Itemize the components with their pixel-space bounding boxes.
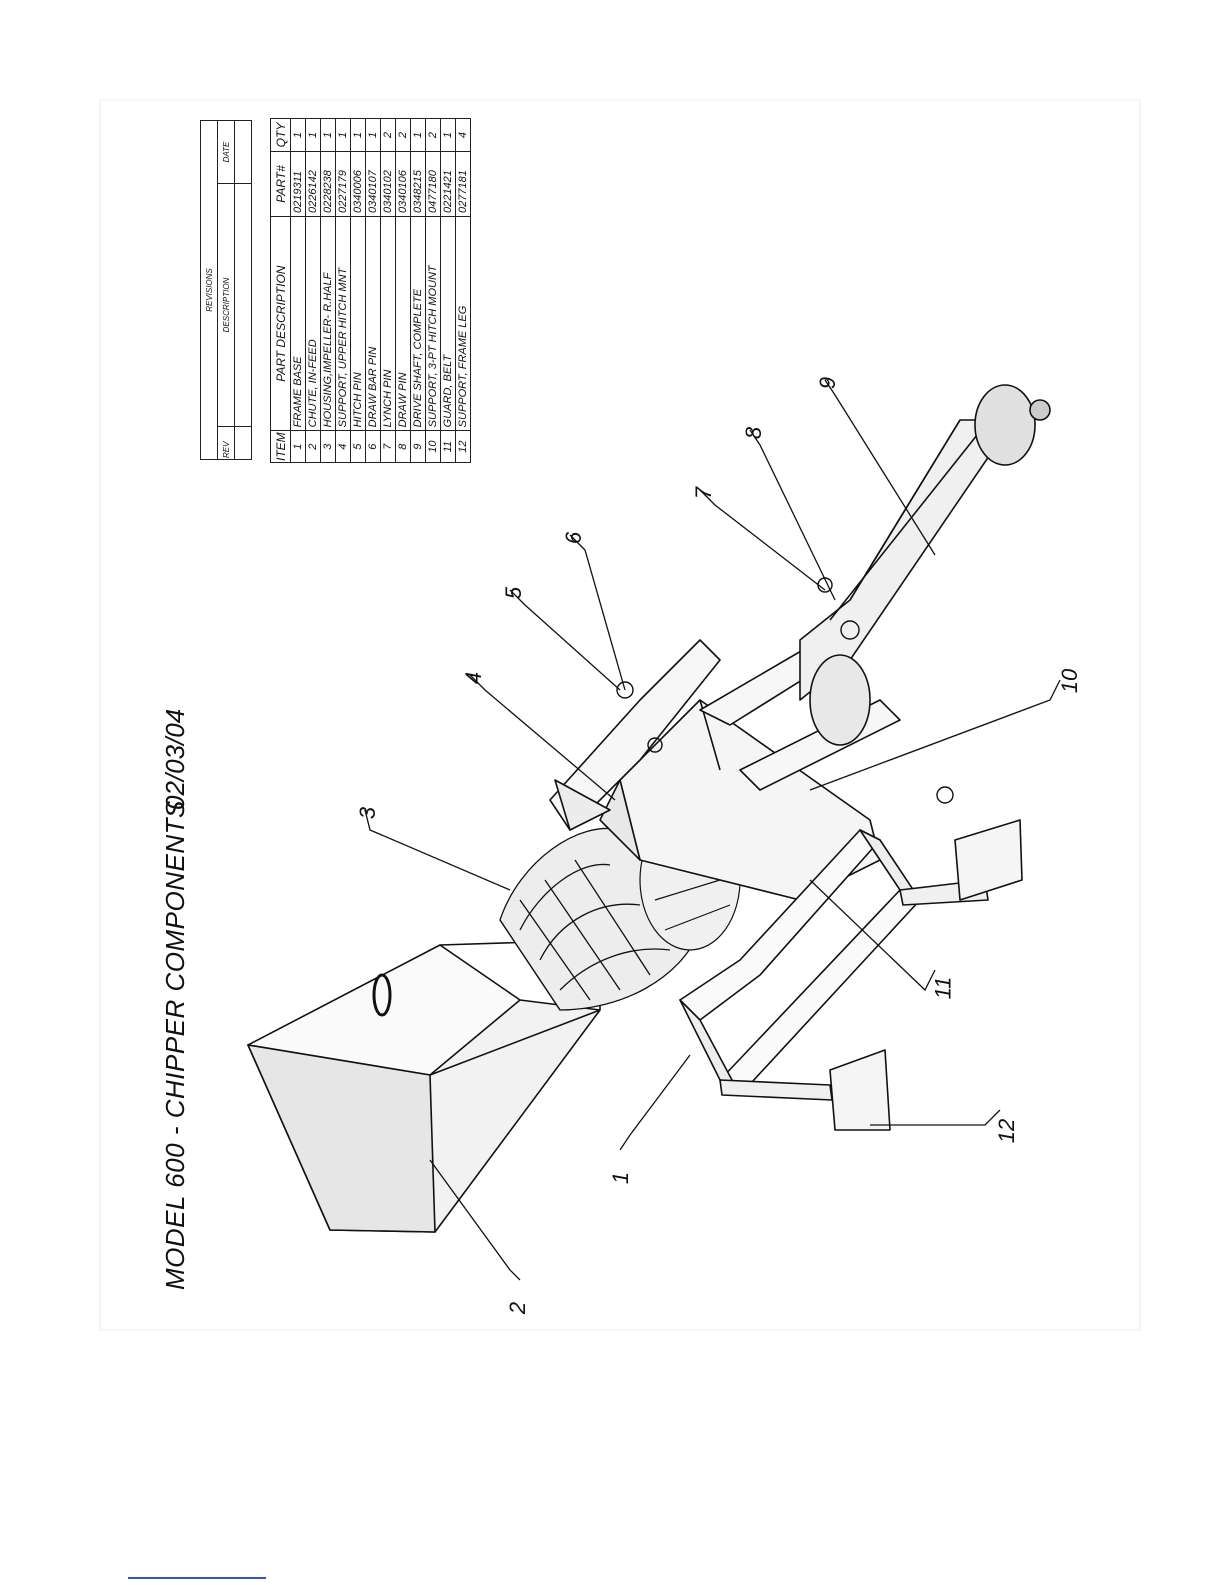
cell-description: LYNCH PIN xyxy=(380,216,396,431)
cell-qty: 1 xyxy=(305,118,321,152)
callout-3: 3 xyxy=(355,806,381,820)
frame-base xyxy=(679,819,1023,1131)
cell-description: SUPPORT, FRAME LEG xyxy=(455,216,471,431)
col-qty: QTY xyxy=(270,118,291,152)
cell-item: 9 xyxy=(410,430,426,463)
col-item: ITEM xyxy=(270,430,291,463)
cell-part: 0340107 xyxy=(365,151,381,217)
cell-part: 0340106 xyxy=(395,151,411,217)
callout-9: 9 xyxy=(815,376,841,390)
date-cell xyxy=(234,120,252,184)
sheet-border xyxy=(99,99,1141,1331)
col-description: PART DESCRIPTION xyxy=(270,216,291,431)
cell-qty: 1 xyxy=(440,118,456,152)
cell-qty: 1 xyxy=(365,118,381,152)
drawing-date: 02/03/04 xyxy=(160,708,190,810)
callout-5: 5 xyxy=(501,586,527,600)
drive-shaft xyxy=(799,384,1051,746)
cell-item: 1 xyxy=(290,430,306,463)
cell-part: 0228238 xyxy=(320,151,336,217)
cell-part: 0477180 xyxy=(425,151,441,217)
cell-item: 2 xyxy=(305,430,321,463)
cell-item: 6 xyxy=(365,430,381,463)
bottom-link-underline xyxy=(128,1577,266,1579)
cell-description: GUARD, BELT xyxy=(440,216,456,431)
parts-table-header: ITEM PART DESCRIPTION PART# QTY xyxy=(270,118,291,463)
callout-6: 6 xyxy=(561,531,587,545)
rev-label: REV xyxy=(217,426,235,460)
callout-10: 10 xyxy=(1057,668,1083,694)
revisions-header: REVISIONS xyxy=(200,120,218,460)
cell-description: HITCH PIN xyxy=(350,216,366,431)
callout-8: 8 xyxy=(741,426,767,440)
cell-part: 0348215 xyxy=(410,151,426,217)
cell-part: 0221421 xyxy=(440,151,456,217)
cell-description: HOUSING,IMPELLER- R.HALF xyxy=(320,216,336,431)
upper-hitch-support xyxy=(549,639,721,831)
cell-item: 7 xyxy=(380,430,396,463)
date-label: DATE xyxy=(217,120,235,184)
infeed-chute xyxy=(247,939,601,1233)
cell-item: 11 xyxy=(440,430,456,463)
cell-item: 4 xyxy=(335,430,351,463)
callout-4: 4 xyxy=(461,671,487,685)
leader-lines xyxy=(364,379,1061,1281)
cell-qty: 4 xyxy=(455,118,471,152)
cell-qty: 2 xyxy=(425,118,441,152)
cell-description: DRIVE SHAFT, COMPLETE xyxy=(410,216,426,431)
cell-description: SUPPORT, 3-PT HITCH MOUNT xyxy=(425,216,441,431)
callout-1: 1 xyxy=(608,1171,634,1185)
cell-qty: 1 xyxy=(350,118,366,152)
cell-qty: 1 xyxy=(320,118,336,152)
page-title: MODEL 600 - CHIPPER COMPONENTS xyxy=(160,800,190,1290)
cell-part: 0277181 xyxy=(455,151,471,217)
cell-item: 8 xyxy=(395,430,411,463)
col-part: PART# xyxy=(270,151,291,217)
description-cell xyxy=(234,183,252,427)
cell-description: FRAME BASE xyxy=(290,216,306,431)
cell-qty: 1 xyxy=(410,118,426,152)
description-label: DESCRIPTION xyxy=(217,183,235,427)
cell-qty: 1 xyxy=(290,118,306,152)
cell-description: SUPPORT, UPPER HITCH MNT xyxy=(335,216,351,431)
cell-part: 0340006 xyxy=(350,151,366,217)
callout-2: 2 xyxy=(505,1301,531,1315)
cell-part: 0340102 xyxy=(380,151,396,217)
cell-description: DRAW PIN xyxy=(395,216,411,431)
cell-item: 3 xyxy=(320,430,336,463)
cell-part: 0226142 xyxy=(305,151,321,217)
cell-description: DRAW BAR PIN xyxy=(365,216,381,431)
cell-qty: 2 xyxy=(395,118,411,152)
cell-qty: 2 xyxy=(380,118,396,152)
callout-11: 11 xyxy=(930,976,956,1000)
cell-part: 0227179 xyxy=(335,151,351,217)
cell-description: CHUTE, IN-FEED xyxy=(305,216,321,431)
callout-7: 7 xyxy=(691,486,717,500)
cell-qty: 1 xyxy=(335,118,351,152)
cell-item: 5 xyxy=(350,430,366,463)
cell-part: 0219311 xyxy=(290,151,306,217)
cell-item: 12 xyxy=(455,430,471,463)
rev-cell xyxy=(234,426,252,460)
cell-item: 10 xyxy=(425,430,441,463)
callout-12: 12 xyxy=(994,1118,1020,1144)
